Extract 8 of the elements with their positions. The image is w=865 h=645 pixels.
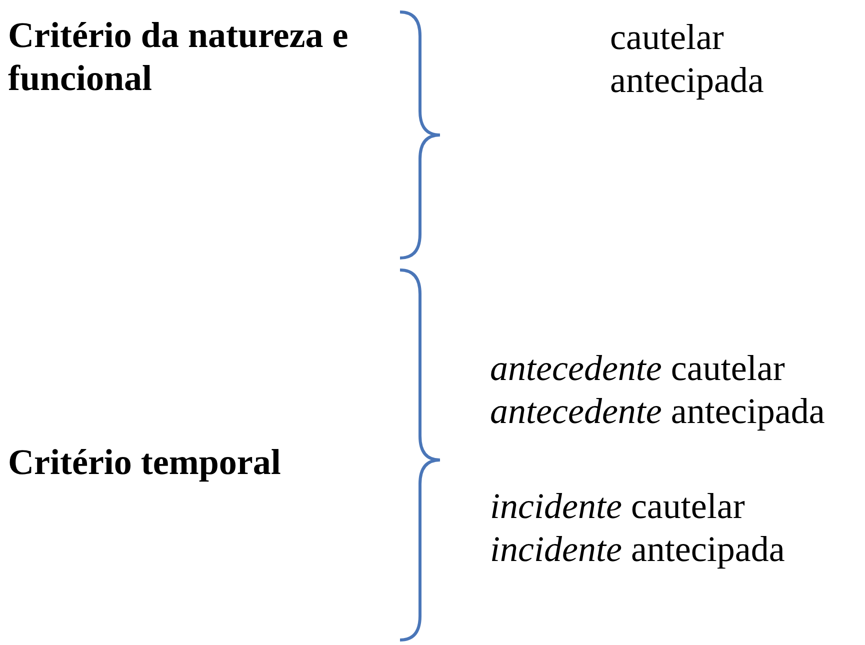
term-text: antecedente cautelar xyxy=(490,347,785,390)
term-text: cautelar xyxy=(610,16,724,59)
term-text: antecedente antecipada xyxy=(490,390,825,433)
criterion-heading: Critério da natureza e funcional xyxy=(8,14,350,100)
term-text: antecipada xyxy=(610,59,764,102)
term-text: incidente antecipada xyxy=(490,528,785,571)
term-text: incidente cautelar xyxy=(490,485,745,528)
criterion-heading: Critério temporal xyxy=(8,441,282,484)
